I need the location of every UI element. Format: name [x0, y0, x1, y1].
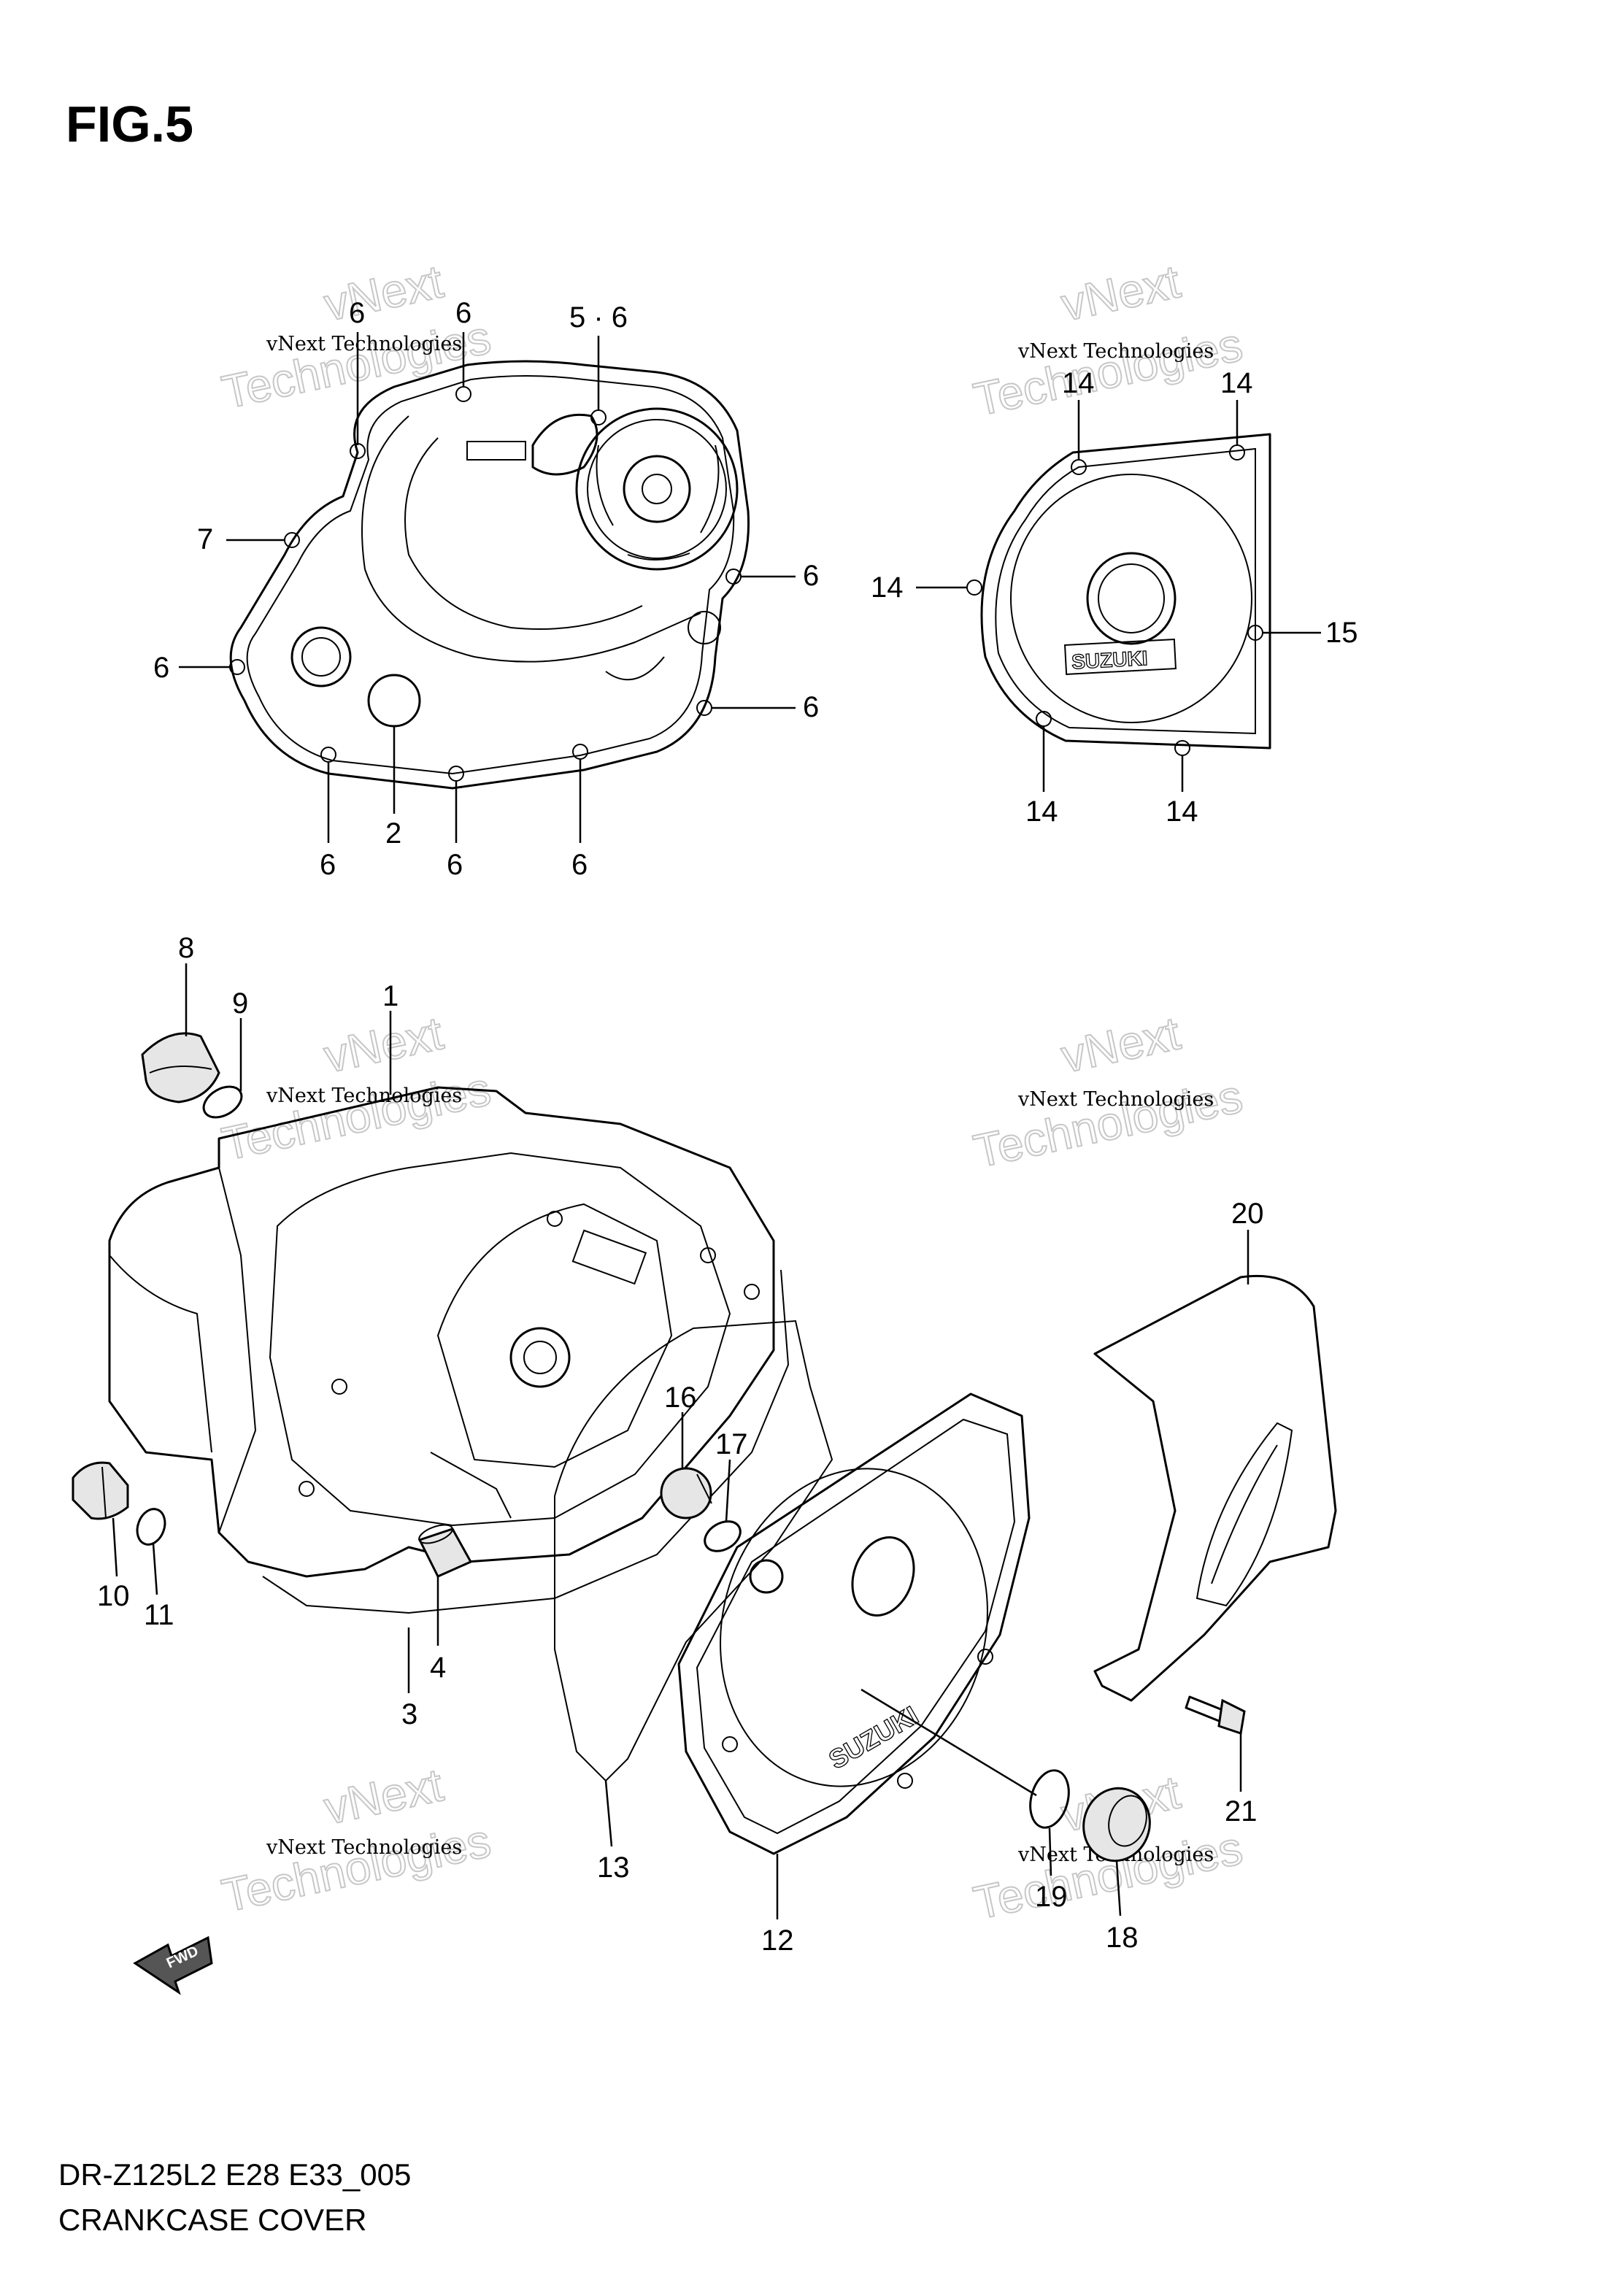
callout-6: 6 — [447, 849, 463, 881]
callout-6: 6 — [153, 652, 169, 684]
callout-15: 15 — [1325, 617, 1358, 649]
figure-title: FIG.5 — [66, 96, 194, 153]
part-17-o-ring — [704, 1520, 742, 1552]
callout-1: 1 — [382, 980, 398, 1012]
leaders-top-left — [179, 332, 796, 843]
part-18-cap — [1082, 1787, 1151, 1862]
callout-6: 6 — [455, 297, 471, 329]
callout-14: 14 — [871, 571, 904, 604]
callout-9: 9 — [232, 987, 248, 1020]
svg-text:vNext Technologies: vNext Technologies — [1017, 1088, 1214, 1111]
fwd-arrow-icon: FWD — [133, 1935, 213, 1995]
part-19-o-ring — [1029, 1769, 1070, 1829]
callout-14: 14 — [1166, 795, 1198, 828]
callout-6: 6 — [803, 560, 819, 592]
svg-text:vNext: vNext — [1057, 255, 1185, 331]
svg-text:vNext: vNext — [320, 1758, 447, 1834]
clutch-cover-face-view — [229, 360, 750, 790]
callout-4: 4 — [430, 1652, 446, 1684]
watermark-middle-right: vNext Technologies vNext Technologies — [969, 1006, 1247, 1178]
part-9-o-ring — [202, 1085, 243, 1119]
part-12-magneto-cover: SUZUKI — [677, 1392, 1031, 1855]
callout-17: 17 — [715, 1428, 748, 1460]
svg-text:Technologies: Technologies — [969, 1070, 1247, 1178]
callout-11: 11 — [144, 1599, 174, 1631]
callout-6: 6 — [349, 297, 365, 329]
part-4-dowel-pin — [417, 1524, 473, 1578]
callouts-top-left: 6 6 5 · 6 7 6 6 6 6 2 6 6 — [153, 297, 819, 881]
magneto-cover-face-view: SUZUKI — [966, 433, 1271, 756]
callouts-bottom: 8 9 1 20 16 17 10 11 4 3 13 12 21 19 18 — [97, 932, 1264, 1957]
svg-text:vNext Technologies: vNext Technologies — [1017, 340, 1214, 363]
svg-text:Technologies: Technologies — [969, 318, 1247, 426]
callout-18: 18 — [1106, 1922, 1139, 1954]
magneto-cover-logo: SUZUKI — [1071, 647, 1148, 673]
callouts-top-right: 14 14 14 15 14 14 — [871, 367, 1358, 828]
callout-6: 6 — [320, 849, 336, 881]
model-code: DR-Z125L2 E28 E33_005 — [58, 2157, 412, 2192]
part-8-filler-cap — [141, 1032, 220, 1103]
part-20-sprocket-cover — [1093, 1274, 1337, 1702]
svg-text:vNext Technologies: vNext Technologies — [266, 1085, 462, 1107]
part-10-drain-bolt — [72, 1461, 129, 1520]
callout-14: 14 — [1025, 795, 1058, 828]
callout-6: 6 — [803, 691, 819, 723]
svg-text:vNext Technologies: vNext Technologies — [266, 333, 462, 355]
svg-text:Technologies: Technologies — [217, 1814, 495, 1922]
callout-21: 21 — [1225, 1795, 1258, 1827]
svg-text:vNext: vNext — [320, 255, 447, 331]
callout-14: 14 — [1062, 367, 1095, 399]
callout-3: 3 — [401, 1698, 417, 1730]
svg-text:vNext: vNext — [320, 1006, 447, 1082]
callout-6: 6 — [571, 849, 588, 881]
callout-2: 2 — [385, 817, 401, 850]
svg-text:Technologies: Technologies — [217, 1063, 495, 1171]
callout-10: 10 — [97, 1580, 130, 1612]
svg-text:vNext: vNext — [1057, 1006, 1185, 1082]
callout-20: 20 — [1231, 1198, 1264, 1230]
callout-14: 14 — [1220, 367, 1253, 399]
part-16-plug — [660, 1467, 712, 1519]
callout-7: 7 — [197, 523, 213, 555]
watermark-bottom-left: vNext Technologies vNext Technologies — [217, 1757, 496, 1922]
part-21-bolt — [1185, 1695, 1246, 1735]
part-name: CRANKCASE COVER — [58, 2203, 367, 2237]
part-11-washer — [136, 1508, 166, 1546]
leaders-bottom — [112, 963, 1250, 1919]
callout-19: 19 — [1035, 1881, 1068, 1913]
callout-12: 12 — [761, 1925, 794, 1957]
svg-text:vNext Technologies: vNext Technologies — [266, 1836, 462, 1859]
callout-16: 16 — [664, 1382, 697, 1414]
watermark-top-left: vNext Technologies vNext Technologies — [217, 254, 496, 419]
callout-5-6: 5 · 6 — [569, 301, 628, 334]
leaders-top-right — [916, 400, 1321, 792]
part-13-gasket — [554, 1320, 833, 1782]
callout-13: 13 — [597, 1852, 630, 1884]
part-3-gasket — [262, 1269, 790, 1614]
part-1-crankcase-cover — [108, 1086, 775, 1578]
callout-8: 8 — [178, 932, 194, 964]
watermark-top-right: vNext Technologies vNext Technologies — [969, 254, 1247, 426]
